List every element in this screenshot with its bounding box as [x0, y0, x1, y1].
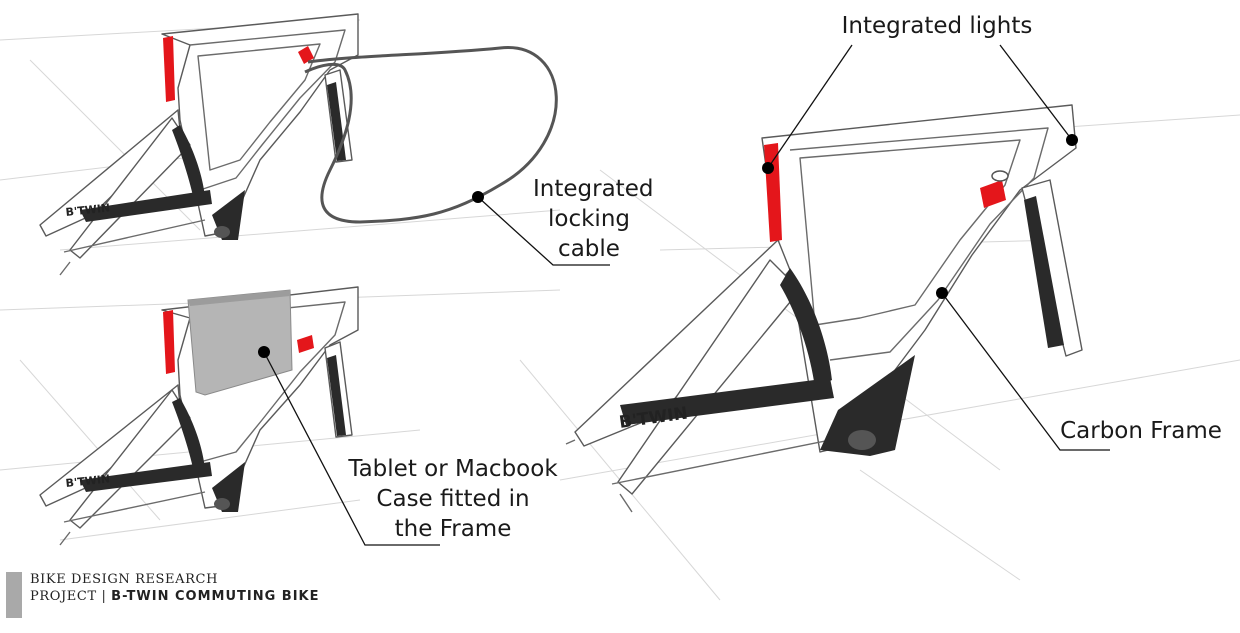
leader-lines: [258, 44, 1110, 546]
leader-locking-cable: [477, 196, 610, 266]
callout-integrated-lights: Integrated lights: [841, 13, 1033, 39]
callout-tablet-case: Tablet or Macbook Case fitted in the Fra…: [348, 456, 558, 542]
footer-line-2: PROJECT | B-TWIN COMMUTING BIKE: [30, 589, 320, 604]
callout-carbon-frame: Carbon Frame: [1060, 418, 1222, 444]
brand-mark-top: B'TWIN: [65, 201, 111, 219]
leader-light-seatpost: [767, 44, 853, 169]
footer-project-name: B-TWIN COMMUTING BIKE: [111, 589, 320, 604]
leader-light-head: [999, 44, 1073, 141]
light-seatpost-dot: [762, 162, 774, 174]
footer-line-2-prefix: PROJECT |: [30, 589, 112, 604]
frame-view-main: B'TWIN: [565, 104, 1083, 513]
project-footer: BIKE DESIGN RESEARCH PROJECT | B-TWIN CO…: [6, 572, 426, 618]
leader-carbon-frame: [941, 292, 1110, 451]
footer-line-1: BIKE DESIGN RESEARCH: [30, 572, 219, 587]
footer-accent-bar: [6, 572, 22, 618]
callout-integrated-locking-cable: Integrated locking cable: [533, 176, 654, 262]
frame-view-locking-cable: B'TWIN: [39, 13, 558, 276]
frame-view-tablet-case: B'TWIN: [39, 286, 359, 546]
case-dot: [258, 346, 270, 358]
leader-case: [263, 351, 440, 546]
locking-cable-dot: [472, 191, 484, 203]
light-head-dot: [1066, 134, 1078, 146]
brand-mark-bottom: B'TWIN: [65, 472, 111, 490]
carbon-frame-dot: [936, 287, 948, 299]
